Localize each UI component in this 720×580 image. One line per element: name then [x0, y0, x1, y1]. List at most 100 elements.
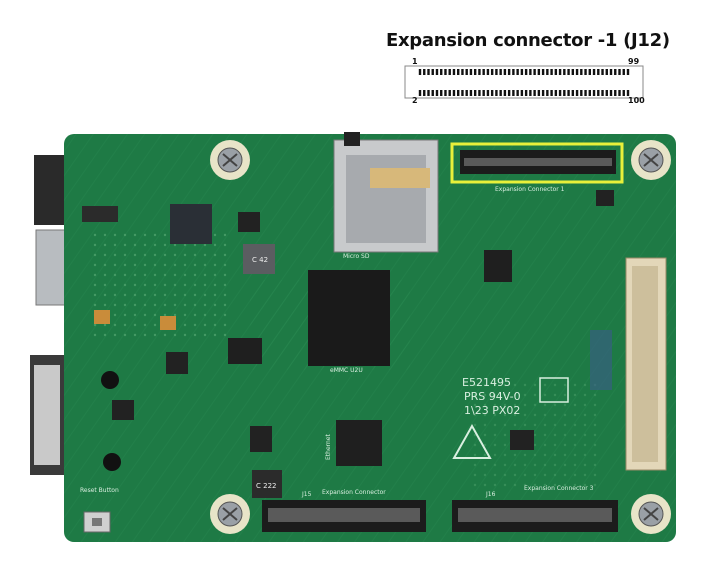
connector-pin: [537, 69, 541, 75]
connector-pin: [584, 90, 587, 96]
connector-pin: [588, 69, 591, 75]
connector-pin: [435, 69, 439, 75]
connector-pin: [554, 69, 558, 75]
chip: [596, 190, 614, 206]
chip: [250, 426, 272, 452]
connector-outline: [404, 65, 644, 99]
j12-highlight-box: [450, 142, 624, 184]
chip: [238, 212, 260, 232]
connector-pin: [558, 90, 562, 96]
connector-pin: [597, 69, 600, 75]
connector-pin: [448, 69, 451, 75]
emmc-label: eMMC U2U: [330, 367, 363, 374]
connector-pin: [473, 90, 477, 96]
connector-pin: [622, 90, 625, 96]
connector-pin: [478, 90, 481, 96]
connector-pin: [465, 69, 468, 75]
connector-pin: [550, 69, 553, 75]
connector-pin: [614, 90, 617, 96]
connector-pin: [575, 90, 579, 96]
esd-warning-icon: [452, 423, 492, 459]
c42-label: C 42: [252, 256, 268, 264]
pin-label-100: 100: [628, 96, 645, 105]
connector-pin: [546, 69, 549, 75]
connector-pin: [448, 90, 451, 96]
capacitor-c222: [252, 470, 282, 498]
connector-pin: [440, 69, 443, 75]
j12-silk-label: Expansion Connector 1: [495, 186, 565, 193]
connector-pin: [495, 90, 498, 96]
connector-pin: [584, 69, 587, 75]
connector-pin: [541, 69, 545, 75]
j15-label: J15: [301, 491, 312, 498]
connector-pin: [486, 69, 490, 75]
connector-pin: [457, 90, 460, 96]
j16-label: J16: [485, 491, 496, 498]
connector-pin: [482, 69, 485, 75]
recycle-icon: [539, 377, 569, 403]
emmc-chip: [336, 420, 382, 466]
inductor: [170, 204, 212, 244]
component: [101, 371, 119, 389]
connector-pin: [601, 69, 604, 75]
connector-pin: [478, 69, 481, 75]
connector-pin: [546, 90, 549, 96]
connector-pin: [533, 90, 536, 96]
cert-label: 1\23 PX02: [464, 404, 520, 417]
micro-sd-label: Micro SD: [343, 253, 370, 260]
connector-pin: [605, 90, 608, 96]
ethernet-label: Ethernet: [325, 434, 332, 460]
connector-pin: [435, 90, 439, 96]
chip: [166, 352, 188, 374]
connector-pin: [465, 90, 468, 96]
capacitor-c42: [243, 244, 275, 274]
connector-pin: [507, 90, 511, 96]
connector-pin: [469, 90, 473, 96]
connector-pin: [418, 69, 422, 75]
connector-pin: [588, 90, 591, 96]
connector-pin: [490, 90, 494, 96]
exp-conn-bottom-left-label: Expansion Connector: [322, 489, 386, 496]
connector-pin: [512, 90, 515, 96]
chip: [228, 338, 262, 364]
connector-pin: [618, 69, 621, 75]
mounting-hole: [631, 140, 671, 180]
connector-pin: [444, 69, 447, 75]
connector-pins-top: [418, 69, 630, 75]
connector-pin: [495, 69, 498, 75]
connector-pin: [516, 90, 519, 96]
connector-pin: [614, 69, 617, 75]
connector-pin: [533, 69, 536, 75]
connector-pin: [503, 90, 507, 96]
side-connector-top: [34, 155, 64, 225]
ethernet-port-inner: [34, 365, 60, 465]
connector-pin: [444, 90, 447, 96]
component: [94, 310, 110, 324]
connector-pin: [554, 90, 558, 96]
mounting-hole: [210, 494, 250, 534]
connector-pin: [529, 69, 532, 75]
connector-pin: [452, 69, 456, 75]
connector-pin: [499, 69, 502, 75]
pin-label-1: 1: [412, 57, 418, 66]
connector-pin: [601, 90, 604, 96]
chip: [484, 250, 512, 282]
chip: [510, 430, 534, 450]
connector-pin: [626, 69, 630, 75]
connector-pin: [571, 90, 575, 96]
cert-label: E521495: [462, 376, 511, 389]
connector-pin: [503, 69, 507, 75]
connector-pin: [461, 90, 464, 96]
connector-pin: [499, 90, 502, 96]
connector-pin: [537, 90, 541, 96]
pcb-board-photo: Micro SD Expansion Connector 1 C 42 C 22…: [30, 132, 676, 542]
connector-pin: [440, 90, 443, 96]
connector-pin: [520, 90, 524, 96]
connector-pin: [452, 90, 456, 96]
pin-label-2: 2: [412, 96, 418, 105]
c222-label: C 222: [256, 482, 276, 490]
connector-pin: [418, 90, 422, 96]
connector-pin: [427, 90, 430, 96]
connector-pin: [605, 69, 608, 75]
reset-label: Reset Button: [80, 487, 119, 494]
